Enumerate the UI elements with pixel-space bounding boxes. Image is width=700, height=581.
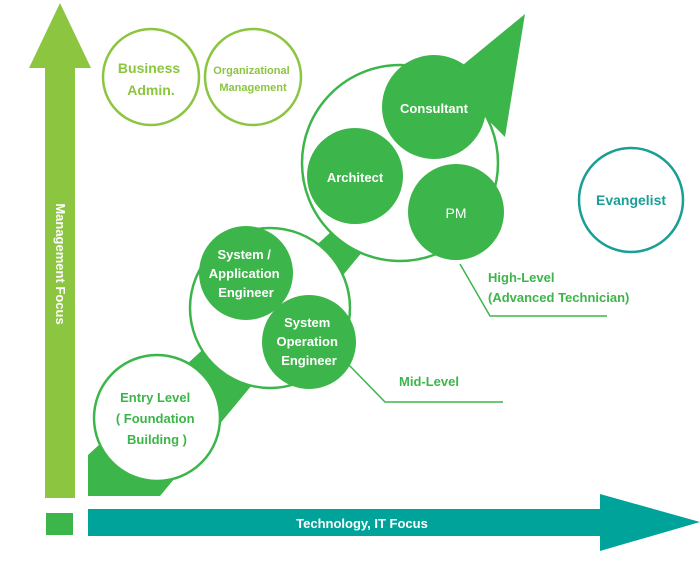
- organizational-management-circle: [203, 27, 303, 127]
- consultant-node: [382, 55, 486, 159]
- entry-level-circle: [92, 353, 222, 483]
- management-axis-arrow: [29, 3, 91, 498]
- business-admin-label: Business Admin.: [118, 60, 184, 98]
- system-application-engineer-node: [199, 226, 293, 320]
- consultant-label: Consultant: [400, 101, 469, 116]
- system-operation-engineer-label: System Operation Engineer: [276, 315, 341, 368]
- pm-node: [408, 164, 504, 260]
- evangelist-label: Evangelist: [596, 192, 666, 208]
- mid-level-label: Mid-Level: [399, 374, 459, 389]
- organizational-management-label: Organizational Management: [213, 65, 292, 94]
- pm-label: PM: [446, 205, 467, 221]
- management-axis-label: Management Focus: [53, 203, 68, 324]
- technology-axis-arrow: [88, 494, 700, 551]
- origin-square: [46, 513, 73, 535]
- evangelist-circle: [577, 146, 685, 254]
- mid-level-leader-line: [347, 363, 503, 403]
- system-operation-engineer-node: [262, 295, 356, 389]
- business-admin-circle: [101, 27, 201, 127]
- entry-level-label: Entry Level ( Foundation Building ): [116, 390, 198, 447]
- architect-node: [307, 128, 403, 224]
- architect-label: Architect: [327, 170, 384, 185]
- technology-axis-label: Technology, IT Focus: [296, 516, 428, 531]
- system-application-engineer-label: System / Application Engineer: [209, 247, 283, 300]
- high-level-leader-line: [459, 263, 607, 317]
- high-level-label: High-Level (Advanced Technician): [488, 270, 629, 305]
